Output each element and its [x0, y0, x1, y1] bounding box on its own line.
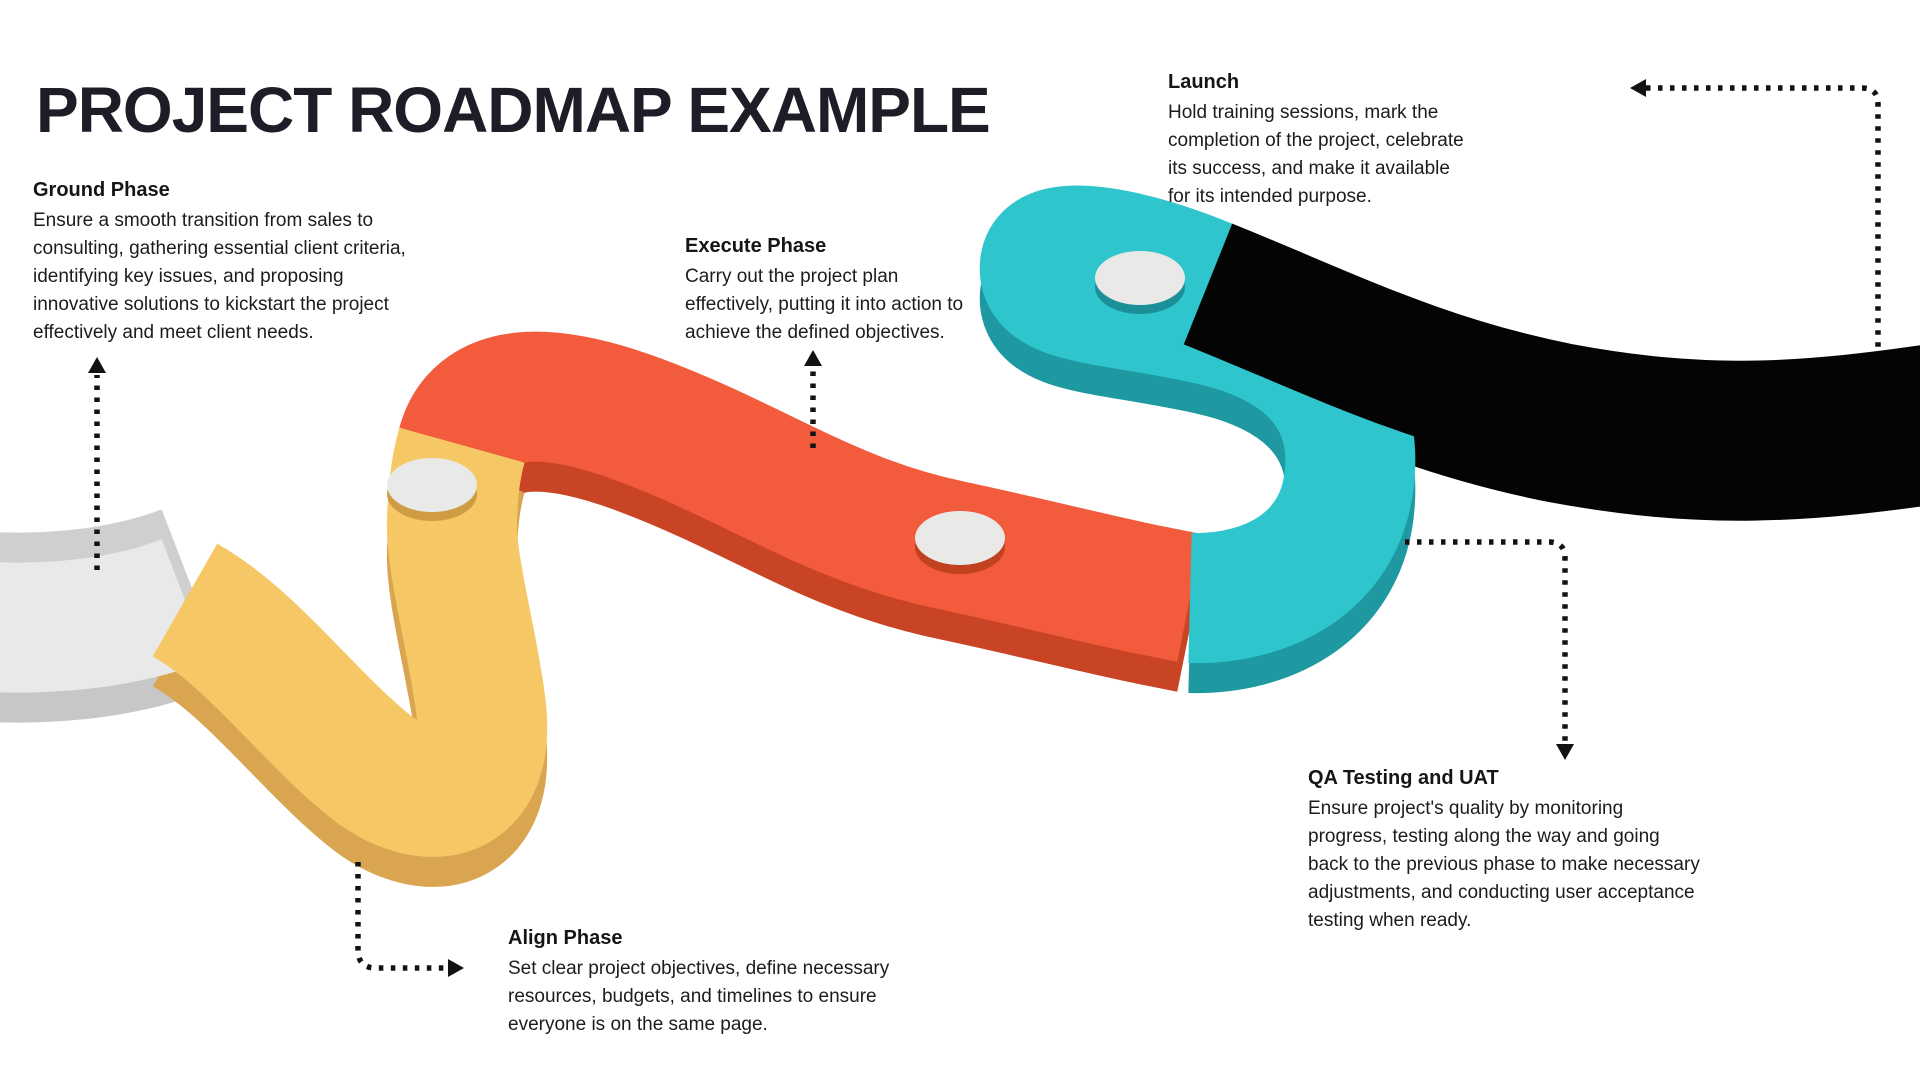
milestone-discs	[387, 251, 1185, 574]
phase-launch-description: Hold training sessions, mark the complet…	[1168, 102, 1464, 207]
road-ground-top	[0, 538, 209, 693]
qa-arrow-line	[1405, 539, 1568, 742]
phase-launch-label: Launch Hold training sessions, mark the …	[1168, 70, 1464, 211]
qa-arrowhead-icon	[1556, 744, 1574, 760]
arrow-heads	[88, 79, 1646, 977]
phase-ground-title: Ground Phase	[33, 179, 170, 201]
phase-align-title: Align Phase	[508, 927, 623, 949]
execute-arrowhead-icon	[804, 350, 822, 366]
phase-qa-title: QA Testing and UAT	[1308, 767, 1499, 789]
road-align-top	[151, 427, 548, 857]
phase-execute-label: Execute Phase Carry out the project plan…	[685, 234, 963, 347]
phase-launch-title: Launch	[1168, 71, 1240, 93]
ground-arrowhead-icon	[88, 357, 106, 373]
phase-execute-description: Carry out the project plan effectively, …	[685, 266, 964, 343]
phase-ground-description: Ensure a smooth transition from sales to…	[33, 210, 406, 343]
phase-execute-title: Execute Phase	[685, 235, 827, 257]
align-arrow-line	[355, 862, 448, 971]
launch-arrow-line	[1646, 85, 1881, 352]
phase-align-description: Set clear project objectives, define nec…	[508, 958, 890, 1035]
milestone-align-disc	[387, 458, 477, 512]
phase-ground-label: Ground Phase Ensure a smooth transition …	[33, 178, 406, 347]
align-arrowhead-icon	[448, 959, 464, 977]
launch-arrowhead-icon	[1630, 79, 1646, 97]
milestone-execute-disc	[915, 511, 1005, 565]
phase-qa-label: QA Testing and UAT Ensure project's qual…	[1308, 766, 1700, 935]
road-launch-top	[1183, 223, 1920, 491]
phase-qa-description: Ensure project's quality by monitoring p…	[1308, 798, 1700, 931]
page-title: PROJECT ROADMAP EXAMPLE	[36, 73, 991, 146]
phase-align-label: Align Phase Set clear project objectives…	[508, 926, 889, 1039]
road-execute-top	[399, 331, 1203, 662]
milestone-qa-disc	[1095, 251, 1185, 305]
